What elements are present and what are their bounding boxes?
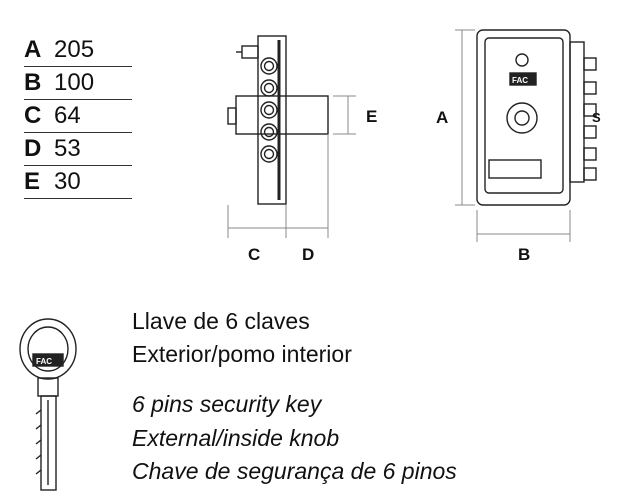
caption-line-4: External/inside knob [132,425,340,451]
dimension-row-c: C 64 [24,100,132,133]
label-c: C [248,245,260,264]
lock-side-view [227,35,329,205]
label-d: D [302,245,314,264]
dimension-row-a: A 205 [24,34,132,67]
dimension-value: 53 [54,135,81,162]
dimension-value: 30 [54,168,81,195]
dimension-letter: E [24,168,41,195]
dimension-letter: D [24,135,42,162]
dimension-row-b: B 100 [24,67,132,100]
caption-line-2: Exterior/pomo interior [132,341,352,367]
dimension-table: A 205 B 100 C 64 D 53 E 30 [24,34,132,199]
dimension-value: 205 [54,36,95,63]
label-a: A [436,108,448,127]
label-e: E [366,107,377,126]
caption-line-3: 6 pins security key [132,391,322,417]
label-b: B [518,245,530,264]
dimension-value: 64 [54,102,81,129]
dimension-letter: A [24,36,42,63]
caption-line-1: Llave de 6 claves [132,308,310,334]
lock-brand-label: FAC [512,76,528,85]
label-s: S [592,110,601,125]
lock-front-view [476,29,597,206]
dimension-value: 100 [54,69,95,96]
dimension-row-d: D 53 [24,133,132,166]
caption-line-5: Chave de segurança de 6 pinos [132,458,457,484]
key-brand-label: FAC [36,357,52,366]
dimension-letter: B [24,69,42,96]
key-drawing [19,318,77,491]
dimension-lines [227,29,571,242]
dimension-letter: C [24,102,42,129]
dimension-row-e: E 30 [24,166,132,199]
